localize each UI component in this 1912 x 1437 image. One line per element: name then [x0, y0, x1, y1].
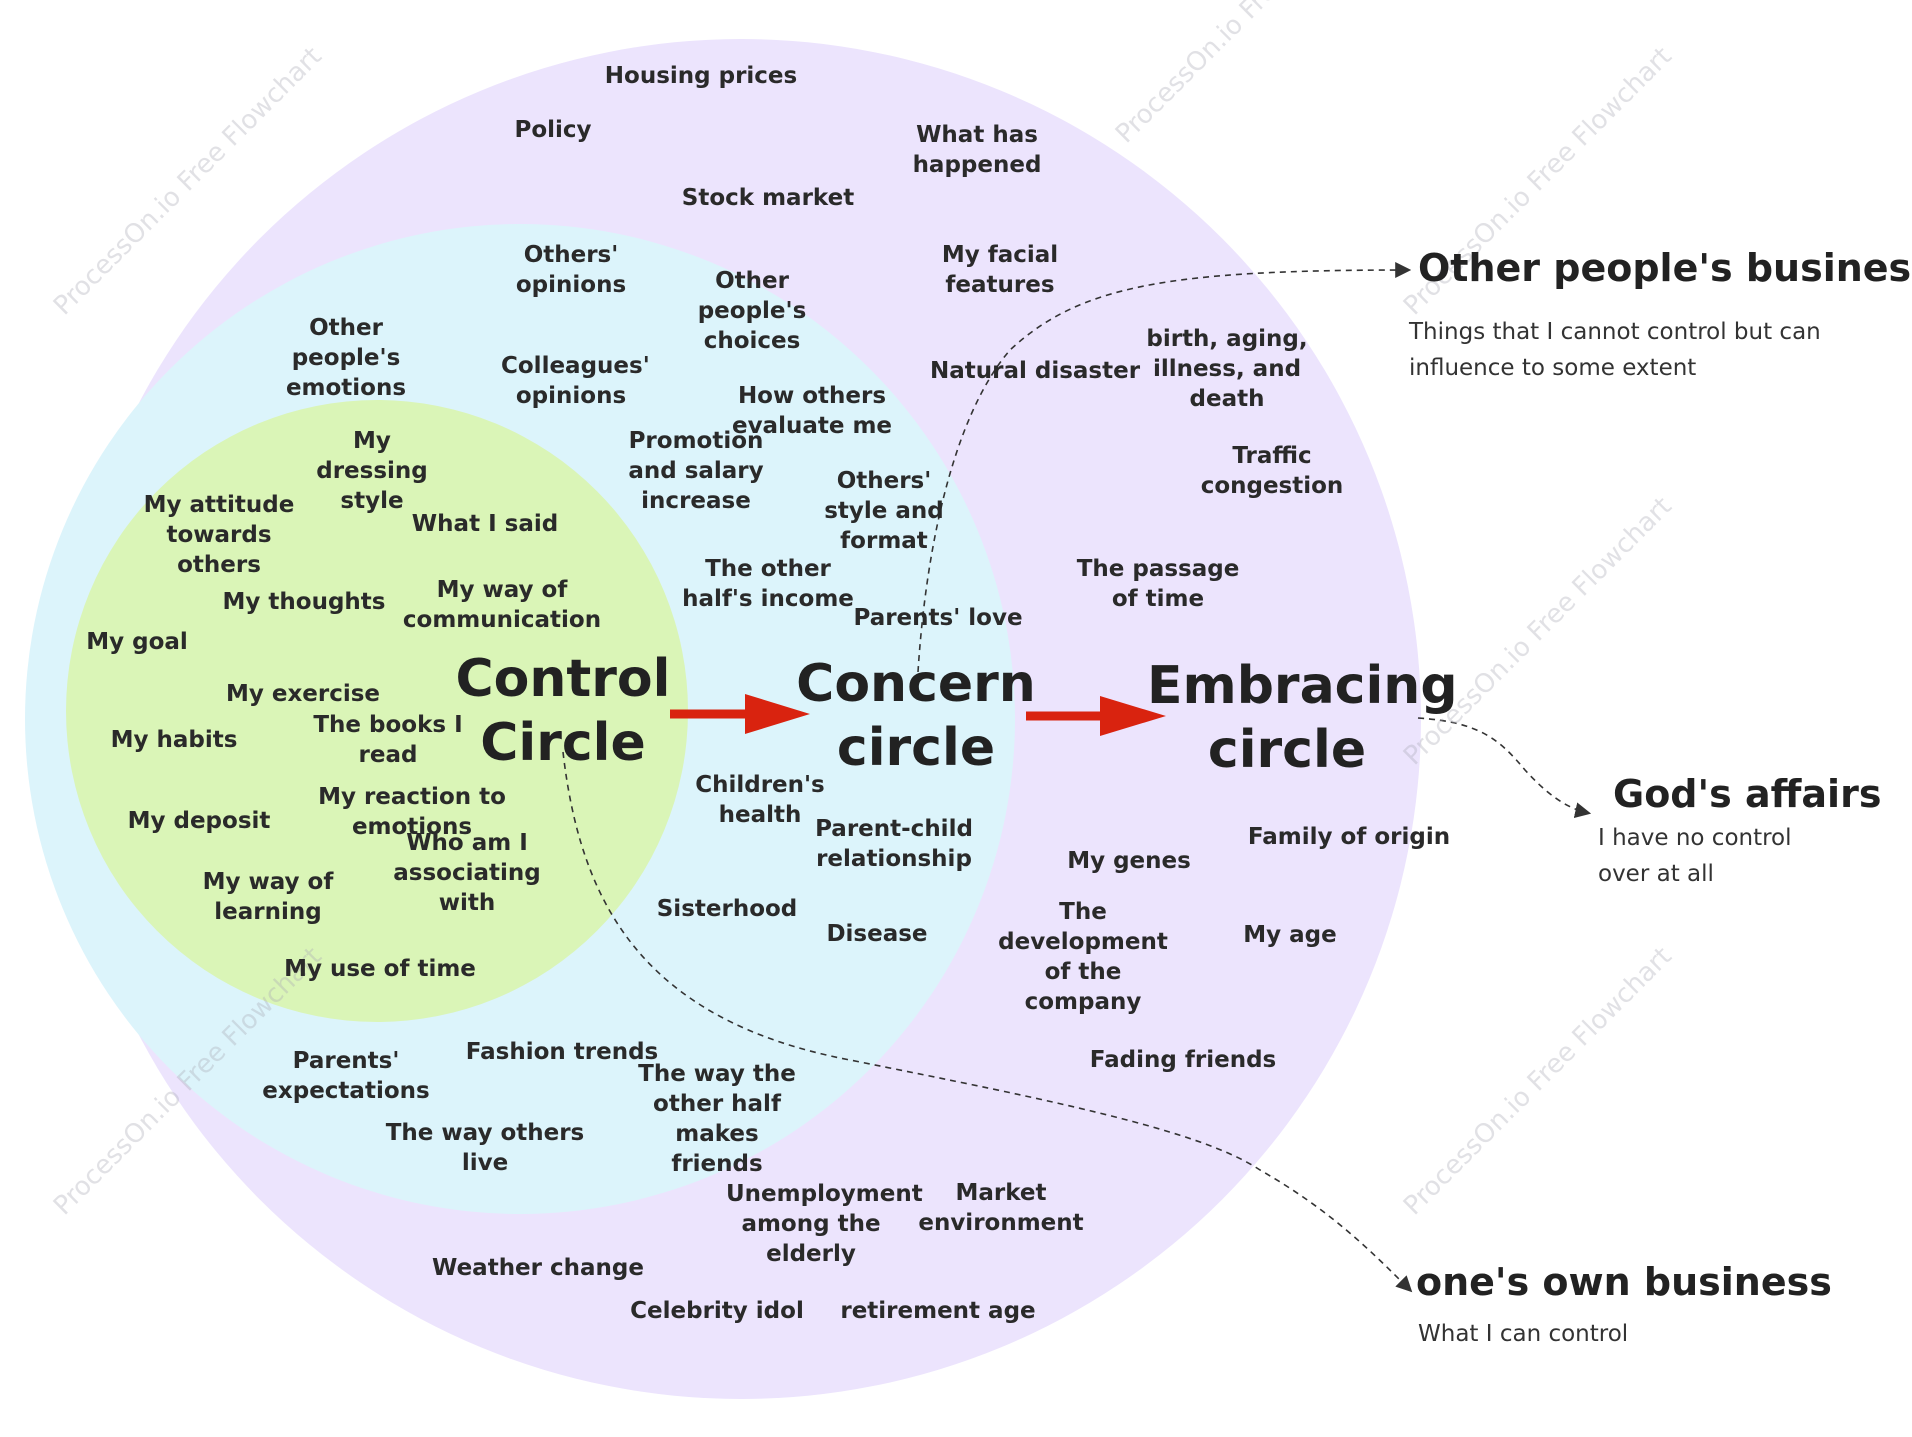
control-circle-shape	[66, 400, 688, 1022]
concern-item: Others' style and format	[824, 468, 944, 554]
flow-arrow-control-to-concern	[670, 694, 810, 734]
embracing-item: Stock market	[681, 185, 855, 211]
control-item: My thoughts	[222, 589, 386, 615]
concern-item: Sisterhood	[656, 896, 798, 922]
embracing-item: The passage of time	[1076, 556, 1240, 612]
concern-item: Other people's choices	[697, 268, 807, 354]
control-circle-title: Control Circle	[455, 649, 671, 773]
others-business-desc: Things that I cannot control but can inf…	[1409, 319, 1821, 381]
connector-concern-to-others-business	[917, 262, 1412, 673]
embracing-item: Market environment	[918, 1180, 1084, 1236]
concern-item: Parent-child relationship	[815, 816, 973, 872]
embracing-item: My genes	[1067, 848, 1191, 874]
embracing-item: My age	[1243, 922, 1337, 948]
control-item: Who am I associating with	[393, 830, 541, 916]
embracing-item: Policy	[514, 117, 592, 143]
embracing-item: Natural disaster	[929, 358, 1141, 384]
control-item: My exercise	[225, 681, 381, 707]
embracing-item: Weather change	[432, 1255, 644, 1281]
concern-item: Disease	[826, 921, 928, 947]
concern-item: Parents' expectations	[262, 1048, 430, 1104]
embracing-item: retirement age	[840, 1298, 1036, 1324]
control-item: My goal	[86, 629, 188, 655]
concern-item: How others evaluate me	[731, 383, 893, 439]
control-item: My dressing style	[316, 428, 428, 514]
own-business-title: one's own business	[1416, 1260, 1832, 1304]
control-item: My way of learning	[202, 869, 334, 925]
embracing-item: What has happened	[912, 122, 1042, 178]
concern-item: Colleagues' opinions	[501, 353, 650, 409]
embracing-item: birth, aging, illness, and death	[1146, 326, 1308, 412]
control-item: The books I read	[313, 712, 463, 768]
concern-item: Promotion and salary increase	[628, 428, 764, 514]
connector-control-to-own-business	[562, 751, 1413, 1293]
gods-affairs-title: God's affairs	[1613, 772, 1882, 816]
concern-item: Children's health	[695, 772, 825, 828]
concern-item: The other half's income	[682, 556, 854, 612]
flow-arrow-concern-to-embracing	[1026, 696, 1166, 736]
concern-item: The way others live	[385, 1120, 585, 1176]
concern-item: Fashion trends	[465, 1039, 659, 1065]
concern-item: Other people's emotions	[285, 315, 407, 401]
embracing-item: Fading friends	[1089, 1047, 1277, 1073]
embracing-item: Unemployment among the elderly	[726, 1181, 923, 1267]
gods-affairs-desc: I have no control over at all	[1598, 825, 1792, 887]
own-business-desc: What I can control	[1418, 1321, 1629, 1347]
concern-circle-title: Concern circle	[796, 654, 1036, 778]
embracing-item: The development of the company	[998, 899, 1168, 1015]
others-business-title: Other people's business	[1418, 246, 1912, 290]
control-item: My way of communication	[402, 577, 602, 633]
control-item: My deposit	[127, 808, 271, 834]
embracing-item: Housing prices	[604, 63, 798, 89]
embracing-item: Traffic congestion	[1200, 443, 1344, 499]
connector-embracing-to-gods-affairs	[1417, 717, 1592, 819]
control-item: My habits	[110, 727, 238, 753]
embracing-item: Family of origin	[1247, 824, 1451, 850]
embracing-circle-title: Embracing circle	[1147, 656, 1458, 780]
control-item: My attitude towards others	[143, 492, 295, 578]
control-item: My reaction to emotions	[318, 784, 506, 840]
embracing-item: My facial features	[941, 242, 1059, 298]
control-item: What I said	[411, 511, 559, 537]
control-item: My use of time	[284, 956, 476, 982]
concern-item: Parents' love	[853, 605, 1023, 631]
concern-item: Others' opinions	[515, 242, 627, 298]
concern-item: The way the other half makes friends	[638, 1061, 796, 1177]
embracing-item: Celebrity idol	[630, 1298, 804, 1324]
